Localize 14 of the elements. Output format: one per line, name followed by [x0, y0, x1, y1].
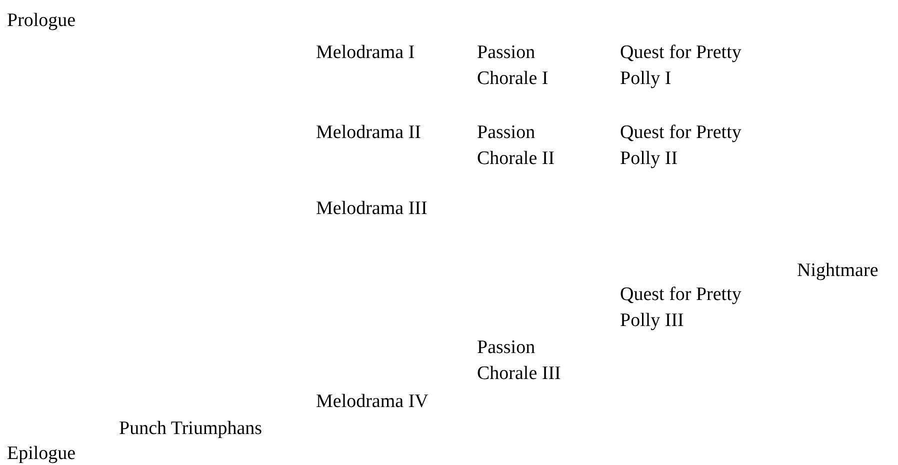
section-title: Melodrama IV — [316, 390, 428, 414]
section-title: Quest for Pretty Polly II — [620, 121, 742, 171]
section-title: Passion Chorale III — [477, 336, 562, 386]
section-title: Prologue — [7, 9, 76, 33]
section-title: Epilogue — [7, 442, 76, 465]
section-title: Nightmare — [797, 259, 878, 283]
section-title: Passion Chorale I — [477, 41, 550, 91]
section-title: Quest for Pretty Polly III — [620, 283, 742, 333]
section-title: Melodrama II — [316, 121, 421, 145]
section-title: Punch Triumphans — [119, 417, 262, 441]
section-title: Melodrama I — [316, 41, 415, 65]
section-title: Quest for Pretty Polly I — [620, 41, 742, 91]
section-title: Passion Chorale II — [477, 121, 556, 171]
section-title: Melodrama III — [316, 197, 428, 221]
